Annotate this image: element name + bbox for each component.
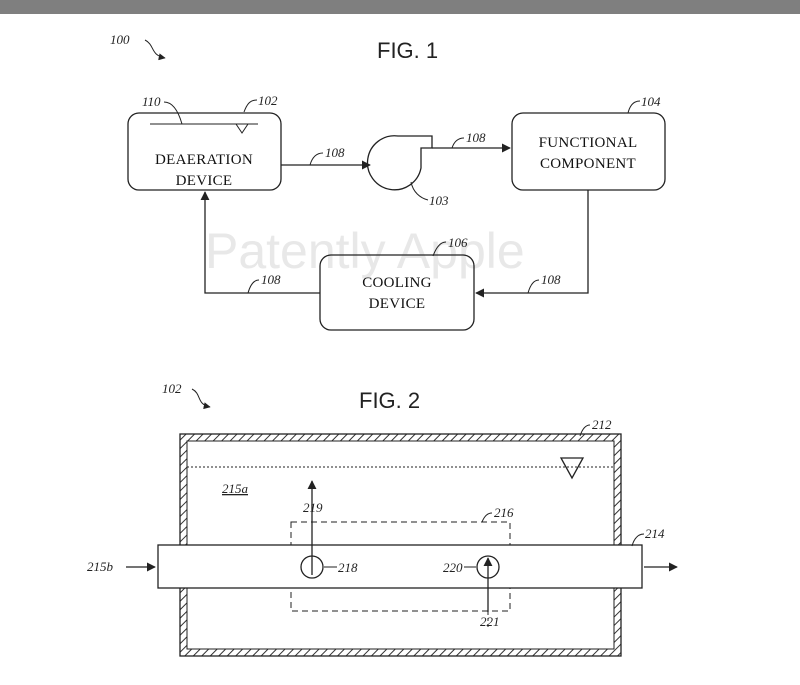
ref-100-arrow <box>144 39 166 61</box>
ref-215b: 215b <box>87 559 114 574</box>
cooling-label-2: DEVICE <box>369 296 426 312</box>
tank-fluid-level-triangle-icon <box>559 457 585 480</box>
cooling-label-1: COOLING <box>362 275 432 291</box>
deaeration-label-1: DEAERATION <box>155 152 253 168</box>
ref-108-a-leader <box>309 152 324 166</box>
ref-110: 110 <box>142 94 161 109</box>
ref-108-b: 108 <box>466 130 486 145</box>
functional-label-2: COMPONENT <box>540 156 636 172</box>
pipe <box>157 544 643 589</box>
ref-100: 100 <box>110 32 130 47</box>
ref-108-a: 108 <box>325 145 345 160</box>
flow-functional-to-cooling <box>475 190 589 298</box>
ref-215a: 215a <box>222 481 249 496</box>
deaeration-label-2: DEVICE <box>176 173 233 189</box>
pump-icon <box>366 135 433 191</box>
ref-106: 106 <box>448 235 468 250</box>
ref-219: 219 <box>303 500 323 515</box>
ref-102: 102 <box>258 93 278 108</box>
fluid-level-triangle-icon <box>235 123 249 134</box>
ref-102-leader <box>243 99 258 113</box>
ref-212-leader <box>579 424 591 437</box>
top-bar <box>0 0 800 14</box>
fig1-title: FIG. 1 <box>377 38 438 63</box>
watermark: Patently Apple <box>205 223 525 279</box>
ref-214: 214 <box>645 526 665 541</box>
ref-216-leader <box>481 512 493 523</box>
functional-component-box <box>511 112 666 191</box>
ref-103: 103 <box>429 193 449 208</box>
ref-221: 221 <box>480 614 500 629</box>
ref-102-fig2: 102 <box>162 381 182 396</box>
deaeration-device-box <box>127 112 282 191</box>
ref-108-c-leader <box>527 279 540 294</box>
ref-108-d: 108 <box>261 272 281 287</box>
ref-104-leader <box>627 100 641 114</box>
ref-218: 218 <box>338 560 358 575</box>
ref-103-leader <box>410 181 429 201</box>
ref-108-c: 108 <box>541 272 561 287</box>
ref-220: 220 <box>443 560 463 575</box>
ref-110-leader <box>163 101 183 125</box>
fig2-title: FIG. 2 <box>359 388 420 413</box>
ref-108-d-leader <box>247 279 260 294</box>
ref-102-fig2-arrow <box>191 388 211 410</box>
ref-104: 104 <box>641 94 661 109</box>
functional-label-1: FUNCTIONAL <box>539 135 638 151</box>
ref-214-leader <box>631 533 645 547</box>
ref-212: 212 <box>592 417 612 432</box>
flow-cooling-to-deaeration <box>200 191 320 294</box>
ref-216: 216 <box>494 505 514 520</box>
ref-108-b-leader <box>451 137 465 149</box>
ref-106-leader <box>432 241 447 257</box>
